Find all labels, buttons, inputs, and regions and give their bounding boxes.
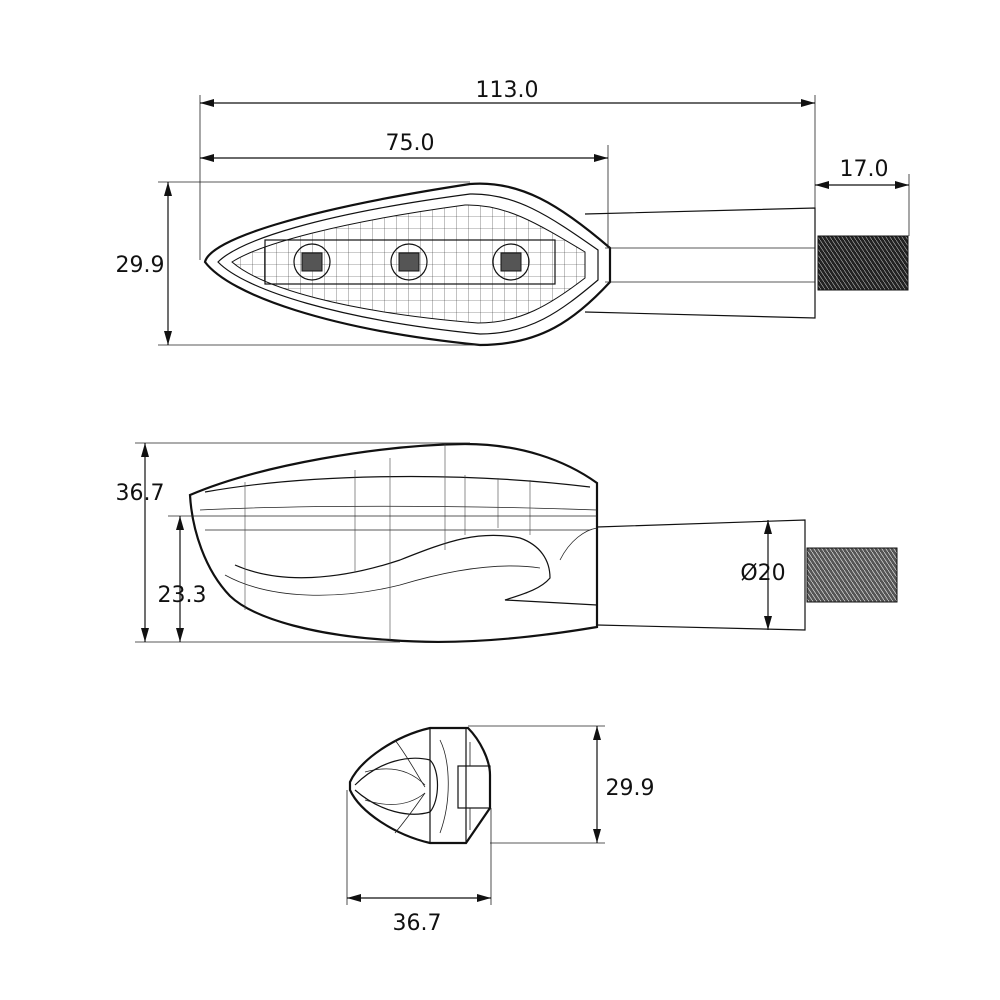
dim-overall-length-label: 113.0 <box>476 78 539 103</box>
dim-side-height-label: 36.7 <box>116 481 165 506</box>
dim-stem-diameter-label: Ø20 <box>740 561 785 586</box>
dim-housing-length-label: 75.0 <box>386 131 435 156</box>
side-view-lens-top <box>204 475 591 493</box>
top-view-led-1 <box>293 243 331 281</box>
dim-mount-height: 23.3 <box>158 515 597 642</box>
dim-stem-diameter: Ø20 <box>740 520 786 630</box>
dim-front-height-label: 29.9 <box>606 776 655 801</box>
top-view-thread <box>817 235 909 291</box>
dim-top-width-label: 29.9 <box>116 253 165 278</box>
dim-thread-length: 17.0 <box>815 157 910 236</box>
side-view-stem <box>596 519 806 631</box>
front-view-lens <box>354 757 439 815</box>
front-view-stem-face <box>457 765 491 809</box>
side-view-lens-swoosh <box>234 534 598 606</box>
side-view-housing-outline <box>188 442 599 644</box>
top-view-lens-outline <box>217 193 599 335</box>
front-view: 29.9 36.7 <box>346 725 655 936</box>
top-view: 113.0 75.0 17.0 29.9 <box>116 78 910 347</box>
dim-front-width: 36.7 <box>346 790 492 936</box>
top-view-housing-outline <box>203 182 612 347</box>
dim-mount-height-label: 23.3 <box>158 583 207 608</box>
dim-front-width-label: 36.7 <box>393 911 442 936</box>
side-view: 36.7 23.3 Ø20 <box>116 442 898 644</box>
top-view-led-3 <box>492 243 530 281</box>
dim-overall-length: 113.0 <box>199 78 816 260</box>
dim-front-height: 29.9 <box>468 725 655 844</box>
side-view-thread <box>806 547 898 603</box>
dim-side-height: 36.7 <box>116 442 470 643</box>
dim-thread-length-label: 17.0 <box>840 157 889 182</box>
dim-housing-length: 75.0 <box>200 131 609 248</box>
top-view-stem <box>584 207 816 319</box>
front-view-housing-outline <box>348 726 492 845</box>
top-view-led-2 <box>390 243 428 281</box>
top-view-led-strip <box>264 239 556 285</box>
dim-top-width: 29.9 <box>116 181 480 346</box>
